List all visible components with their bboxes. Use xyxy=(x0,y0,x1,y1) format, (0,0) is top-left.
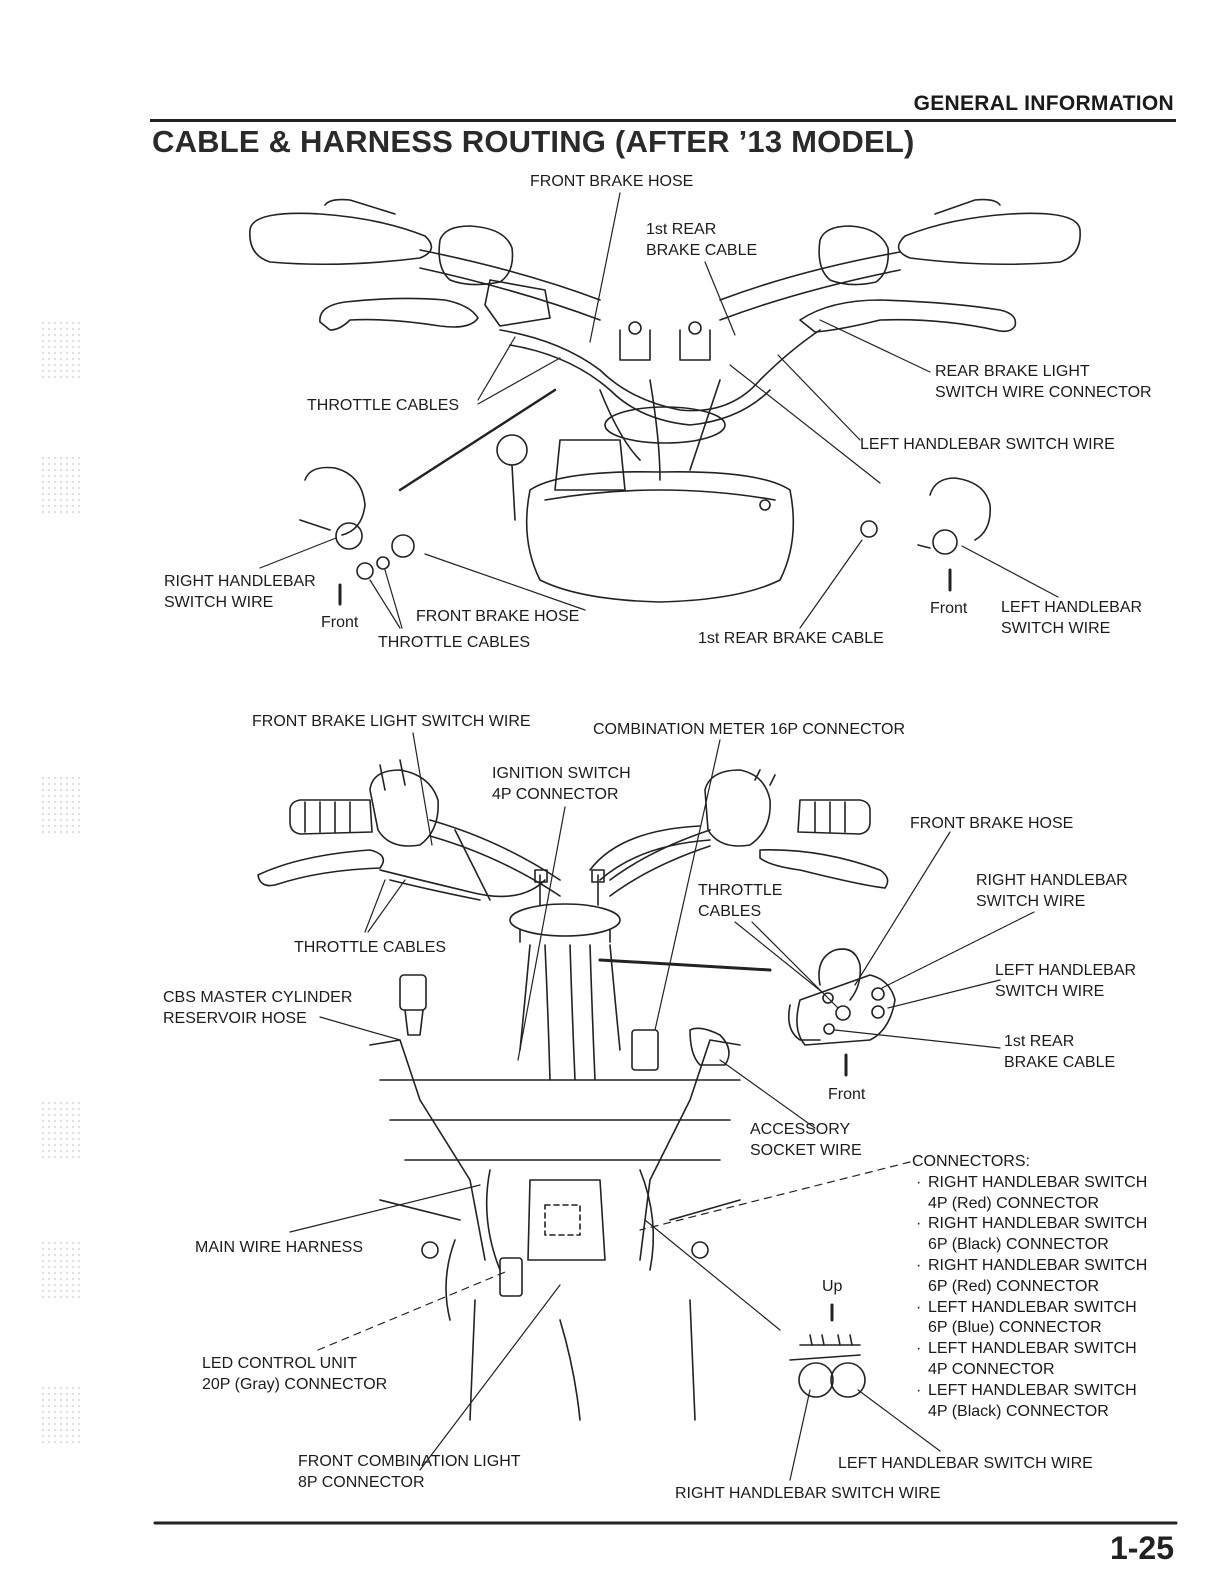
label-combination-meter: COMBINATION METER 16P CONNECTOR xyxy=(593,721,906,738)
label-front-brake-hose-b: FRONT BRAKE HOSE xyxy=(910,815,1074,832)
label-right-handlebar-b1: RIGHT HANDLEBAR xyxy=(976,872,1128,889)
connector-item-line1: RIGHT HANDLEBAR SWITCH xyxy=(928,1215,1148,1233)
page-title: CABLE & HARNESS ROUTING (AFTER ’13 MODEL… xyxy=(152,124,915,159)
connector-item-line2: 6P (Red) CONNECTOR xyxy=(928,1277,1099,1295)
label-up: Up xyxy=(822,1278,843,1295)
connector-item-line1: RIGHT HANDLEBAR SWITCH xyxy=(928,1173,1148,1191)
label-accessory-2: SOCKET WIRE xyxy=(750,1142,862,1159)
label-throttle-cables-top: THROTTLE CABLES xyxy=(307,397,460,414)
label-ignition-1: IGNITION SWITCH xyxy=(492,765,631,782)
label-front-comb-1: FRONT COMBINATION LIGHT xyxy=(298,1453,521,1470)
label-right-handlebar-b2: SWITCH WIRE xyxy=(976,893,1086,910)
label-throttle-cables-b: THROTTLE CABLES xyxy=(294,939,447,956)
top-handlebar-drawing xyxy=(249,198,1081,603)
label-left-handlebar-2: SWITCH WIRE xyxy=(1001,620,1111,637)
label-throttle-2: CABLES xyxy=(698,903,762,920)
top-leader-lines xyxy=(259,192,1059,629)
label-front-brake-light-switch-wire: FRONT BRAKE LIGHT SWITCH WIRE xyxy=(252,713,531,730)
label-left-handlebar-switch-wire-b: LEFT HANDLEBAR SWITCH WIRE xyxy=(838,1455,1093,1472)
label-front-b: Front xyxy=(828,1086,866,1103)
connector-item-line1: LEFT HANDLEBAR SWITCH xyxy=(928,1298,1137,1316)
connector-item: LEFT HANDLEBAR SWITCH 4P CONNECTOR xyxy=(912,1339,1147,1381)
label-left-handlebar-b2: SWITCH WIRE xyxy=(995,983,1105,1000)
label-rear-brake-b2: BRAKE CABLE xyxy=(1004,1054,1116,1071)
label-front-right: Front xyxy=(930,600,968,617)
label-left-handlebar-b1: LEFT HANDLEBAR xyxy=(995,962,1137,979)
section-header: GENERAL INFORMATION xyxy=(913,92,1174,115)
label-rear-brake-cable-top-2: BRAKE CABLE xyxy=(646,242,758,259)
label-front-brake-hose-top: FRONT BRAKE HOSE xyxy=(530,173,694,190)
connectors-list: CONNECTORS: RIGHT HANDLEBAR SWITCH 4P (R… xyxy=(912,1152,1147,1422)
label-cbs-1: CBS MASTER CYLINDER xyxy=(163,989,353,1006)
label-left-handlebar-switch-wire-top: LEFT HANDLEBAR SWITCH WIRE xyxy=(860,436,1115,453)
scan-noise xyxy=(40,1385,80,1445)
label-front-left: Front xyxy=(321,614,359,631)
connector-item: RIGHT HANDLEBAR SWITCH 6P (Black) CONNEC… xyxy=(912,1214,1147,1256)
scan-noise xyxy=(40,455,80,515)
connector-item: LEFT HANDLEBAR SWITCH 4P (Black) CONNECT… xyxy=(912,1381,1147,1423)
connector-item-line1: LEFT HANDLEBAR SWITCH xyxy=(928,1381,1137,1399)
page-number: 1-25 xyxy=(1109,1530,1174,1566)
scan-noise xyxy=(40,775,80,835)
bottom-leader-lines xyxy=(289,732,1035,1481)
scan-noise xyxy=(40,320,80,380)
connectors-heading: CONNECTORS: xyxy=(912,1153,1030,1170)
label-cbs-2: RESERVOIR HOSE xyxy=(163,1010,307,1027)
label-left-handlebar-1: LEFT HANDLEBAR xyxy=(1001,599,1143,616)
connector-item: RIGHT HANDLEBAR SWITCH 4P (Red) CONNECTO… xyxy=(912,1173,1147,1215)
label-rear-brake-b1: 1st REAR xyxy=(1004,1033,1075,1050)
label-rear-brake-cable-top: 1st REAR xyxy=(646,221,717,238)
scan-noise xyxy=(40,1100,80,1160)
label-rear-brake-light-2: SWITCH WIRE CONNECTOR xyxy=(935,384,1152,401)
connector-item-line2: 6P (Black) CONNECTOR xyxy=(928,1236,1109,1254)
connector-item-line1: RIGHT HANDLEBAR SWITCH xyxy=(928,1256,1148,1274)
label-right-handlebar-2: SWITCH WIRE xyxy=(164,594,274,611)
scan-noise xyxy=(40,1240,80,1300)
label-throttle-1: THROTTLE xyxy=(698,882,783,899)
bottom-handlebar-drawing xyxy=(257,759,896,1421)
label-throttle-cables-bottom: THROTTLE CABLES xyxy=(378,634,531,651)
header-rule xyxy=(150,119,1176,122)
label-accessory-1: ACCESSORY xyxy=(750,1121,851,1138)
connector-item: LEFT HANDLEBAR SWITCH 6P (Blue) CONNECTO… xyxy=(912,1298,1147,1340)
label-right-handlebar-switch-wire-b: RIGHT HANDLEBAR SWITCH WIRE xyxy=(675,1485,941,1502)
label-rear-brake-light: REAR BRAKE LIGHT xyxy=(935,363,1090,380)
label-front-brake-hose-bottom: FRONT BRAKE HOSE xyxy=(416,608,580,625)
connector-item: RIGHT HANDLEBAR SWITCH 6P (Red) CONNECTO… xyxy=(912,1256,1147,1298)
label-led-1: LED CONTROL UNIT xyxy=(202,1355,357,1372)
connector-item-line2: 6P (Blue) CONNECTOR xyxy=(928,1319,1102,1337)
label-rear-brake-cable-bottom: 1st REAR BRAKE CABLE xyxy=(698,630,884,647)
connector-item-line2: 4P (Black) CONNECTOR xyxy=(928,1402,1109,1420)
label-ignition-2: 4P CONNECTOR xyxy=(492,786,619,803)
connector-item-line2: 4P (Red) CONNECTOR xyxy=(928,1194,1099,1212)
label-led-2: 20P (Gray) CONNECTOR xyxy=(202,1376,388,1393)
label-front-comb-2: 8P CONNECTOR xyxy=(298,1474,425,1491)
connector-item-line1: LEFT HANDLEBAR SWITCH xyxy=(928,1340,1137,1358)
connector-item-line2: 4P CONNECTOR xyxy=(928,1360,1055,1378)
label-main-wire-harness: MAIN WIRE HARNESS xyxy=(195,1239,364,1256)
label-right-handlebar-1: RIGHT HANDLEBAR xyxy=(164,573,316,590)
